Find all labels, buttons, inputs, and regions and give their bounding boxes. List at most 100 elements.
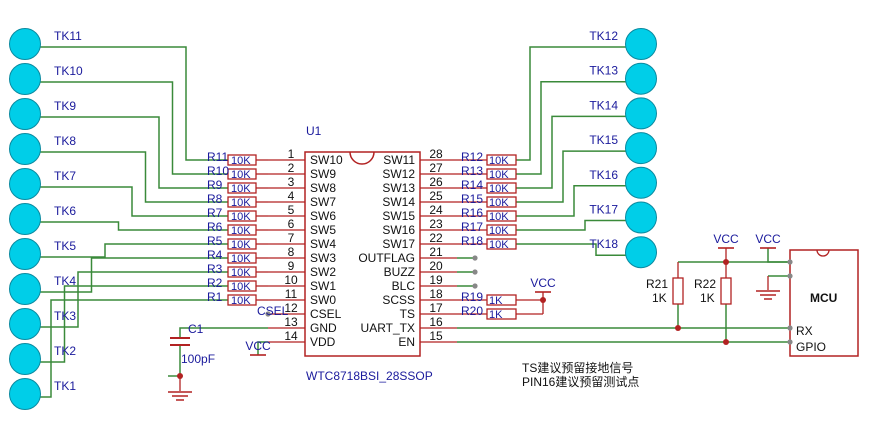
mcu-notch [816,249,830,257]
touch-pad-icon [9,133,41,165]
resistor-ref: R8 [207,192,223,206]
wire-right-pad [516,219,631,231]
wire-left-pad [35,257,228,293]
pad-label-left: TK9 [54,99,76,113]
pin-number-right: 16 [429,315,443,329]
pin-name-left: SW10 [310,153,343,167]
resistor-icon [486,238,517,250]
note-pin16: PIN16建议预留测试点 [522,374,639,389]
unconnected-pin-dot [787,273,793,279]
resistor-ref: R7 [207,206,223,220]
resistor-icon [720,277,732,305]
wire-right-pad [516,115,631,189]
pin-number-right: 22 [429,231,443,245]
ic-notch [349,151,375,165]
junction-dot [675,325,681,331]
cap-ref: C1 [188,322,204,336]
resistor-ref: R19 [461,290,483,304]
pin-number-right: 25 [429,189,443,203]
unconnected-pin-dot [472,269,478,275]
pin-number-right: 15 [429,329,443,343]
pad-label-left: TK3 [54,309,76,323]
pin-name-right: SCSS [382,293,415,307]
pin-name-left: SW1 [310,279,336,293]
resistor-ref: R3 [207,262,223,276]
pin-number-left: 6 [288,217,295,231]
pad-label-right: TK12 [589,29,618,43]
pin-name-left: SW0 [310,293,336,307]
unconnected-pin-dot [472,255,478,261]
touch-pad-icon [625,28,657,60]
wire-left-pad [35,243,228,258]
touch-pad-icon [9,308,41,340]
pin-number-right: 28 [429,147,443,161]
pin-number-left: 4 [288,189,295,203]
resistor-ref: R11 [207,150,228,164]
wire-right-pad [516,243,631,256]
unconnected-pin-dot [787,259,793,265]
pad-label-right: TK18 [589,237,618,251]
pin-number-right: 19 [429,273,443,287]
pin-name-right: SW17 [382,237,415,251]
pad-label-right: TK16 [589,168,618,182]
touch-pad-icon [625,62,657,95]
pin-number-right: 18 [429,287,443,301]
vcc-label: VCC [245,339,271,353]
r21-ref: R21 [646,277,668,291]
r21-value: 1K [652,291,667,305]
resistor-value: 10K [489,197,509,209]
pin-name-left: SW9 [310,167,336,181]
mcu-pin-gpio: GPIO [796,340,826,354]
touch-pad-icon [625,97,657,130]
pin-number-left: 13 [284,315,298,329]
pad-label-right: TK17 [589,203,618,217]
pad-label-right: TK13 [589,64,618,78]
unconnected-pin-dot [787,325,793,331]
pin-name-right: SW14 [382,195,415,209]
resistor-value: 10K [489,169,509,181]
pin-number-right: 24 [429,203,443,217]
pad-label-left: TK4 [54,274,76,288]
pin-number-right: 20 [429,259,443,273]
resistor-value: 10K [231,239,251,251]
resistor-value: 10K [489,211,509,223]
pin-number-left: 1 [288,147,295,161]
note-ts: TS建议预留接地信号 [522,360,633,375]
wire-left-pad [35,285,228,363]
ground-icon [168,391,192,401]
pin-name-left: SW8 [310,181,336,195]
pin-name-left: SW7 [310,195,336,209]
pin-name-right: SW13 [382,181,415,195]
resistor-ref: R18 [461,234,483,248]
vcc-label: VCC [530,276,556,290]
label-layer: U1 WTC8718BSI_28SSOP MCU RX GPIO TS建议预留接… [54,29,837,393]
pad-label-left: TK1 [54,379,76,393]
resistor-ref: R20 [461,304,483,318]
resistor-icon [672,277,684,305]
resistor-ref: R1 [207,290,223,304]
resistor-ref: R4 [207,248,223,262]
resistor-icon [486,168,517,180]
component-layer [9,28,859,410]
wire-left-pad [35,46,228,161]
ic-part-number: WTC8718BSI_28SSOP [306,369,433,383]
pin-name-left: SW4 [310,237,336,251]
pin-number-left: 8 [288,245,295,259]
resistor-value: 10K [231,211,251,223]
resistor-value: 10K [489,225,509,237]
pin-name-right: TS [400,307,415,321]
pin-number-left: 7 [288,231,295,245]
pad-label-left: TK10 [54,64,83,78]
touch-pad-icon [9,98,41,130]
resistor-ref: R15 [461,192,483,206]
resistor-value: 10K [231,253,251,265]
resistor-value: 1K [489,295,503,307]
wire-vdd [257,341,268,355]
resistor-ref: R14 [461,178,483,192]
resistor-icon [486,154,517,166]
resistor-value: 10K [231,197,251,209]
pad-label-left: TK6 [54,204,76,218]
wire-mcu-vcc [767,248,790,263]
resistor-icon [486,196,517,208]
resistor-ref: R17 [461,220,483,234]
